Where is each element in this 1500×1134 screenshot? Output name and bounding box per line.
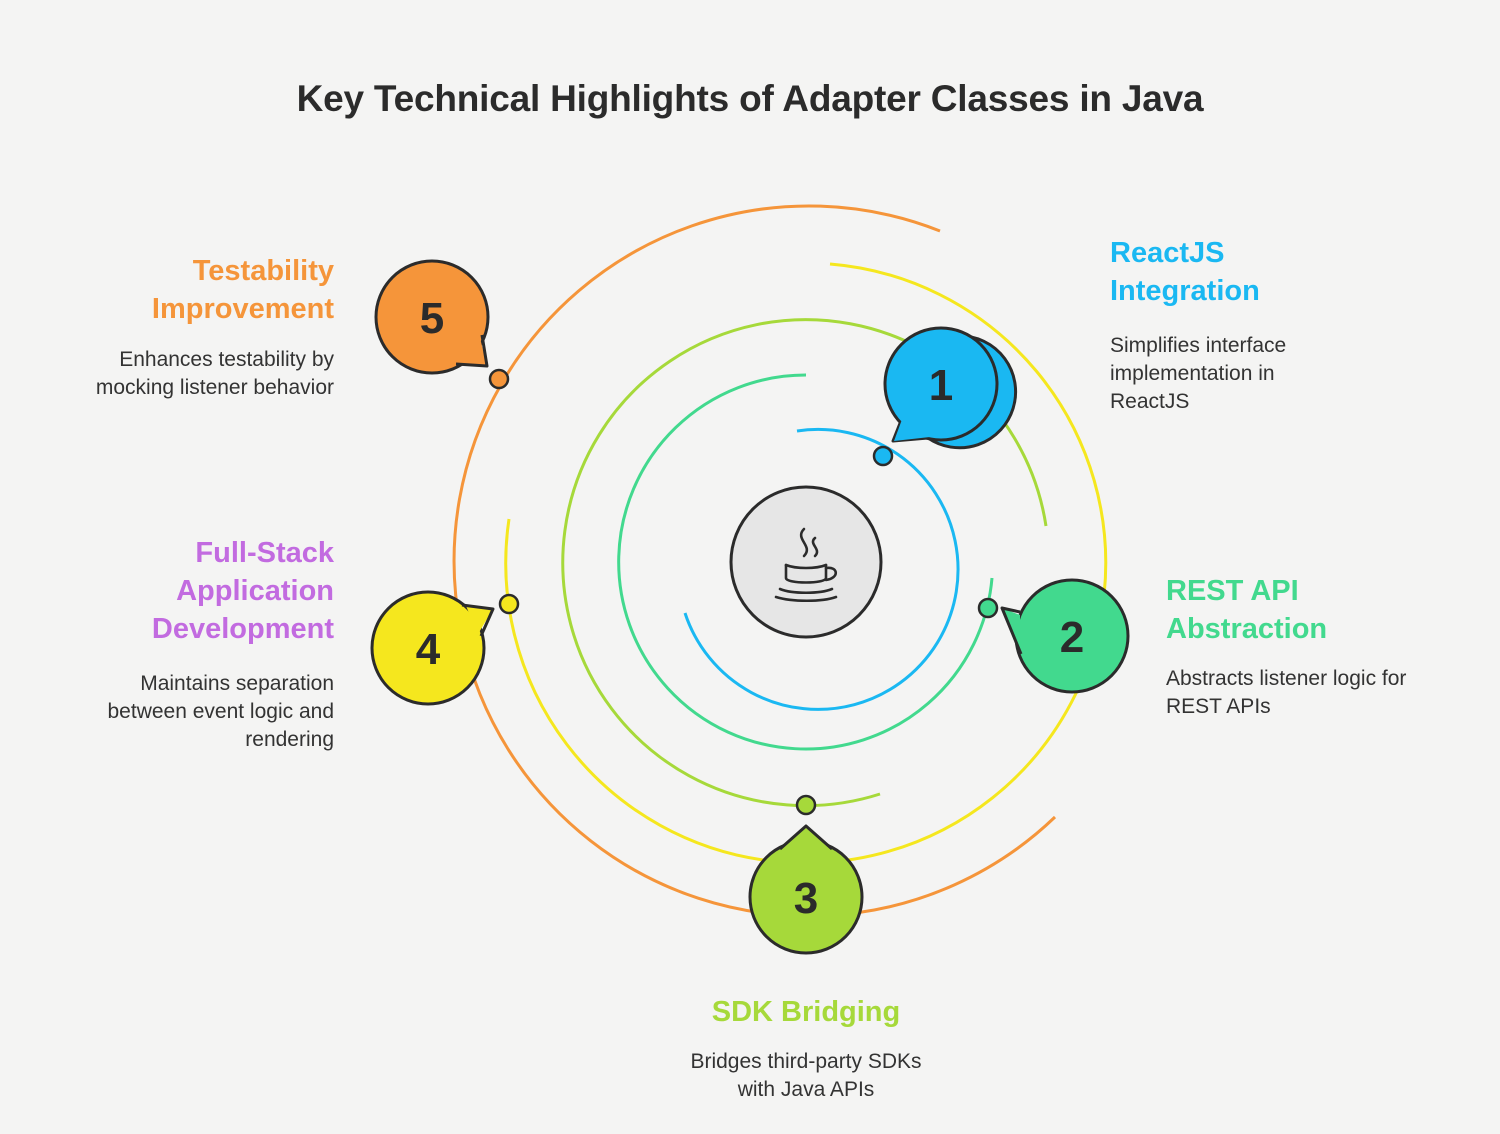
heading-line: Improvement [151, 293, 334, 325]
bubble-number-1: 1 [929, 361, 953, 410]
heading-testability-improvement: Testability Improvement [60, 252, 334, 328]
heading-sdk-bridging: SDK Bridging [606, 993, 1006, 1031]
connector-dot-3 [795, 794, 817, 816]
description-line: Abstracts listener logic for [1166, 667, 1407, 690]
heading-line: SDK Bridging [711, 996, 901, 1028]
description-line: rendering [245, 728, 334, 751]
page-title: Key Technical Highlights of Adapter Clas… [296, 78, 1204, 119]
bubble-2: 2 [1000, 578, 1130, 694]
orbit-arc-4 [504, 262, 1108, 865]
heading-line: Integration [1110, 275, 1260, 307]
bubble-number-3: 3 [794, 874, 818, 923]
description-line: mocking listener behavior [95, 376, 334, 399]
description-line: Bridges third-party SDKs [690, 1050, 922, 1073]
bubble-number-2: 2 [1060, 613, 1084, 662]
description-line: with Java APIs [737, 1078, 875, 1101]
heading-full-stack-development: Full-Stack Application Development [60, 534, 334, 648]
connector-dot-4 [498, 593, 520, 615]
orbit-arc-1 [683, 427, 960, 711]
bubble-4: 4 [370, 590, 495, 706]
bubble-number-5: 5 [420, 294, 444, 343]
heading-line: Development [151, 613, 334, 645]
heading-reactjs-integration: ReactJS Integration [1110, 234, 1410, 310]
description-reactjs-integration: Simplifies interface implementation in R… [1110, 332, 1410, 416]
description-testability-improvement: Enhances testability by mocking listener… [20, 346, 334, 402]
heading-line: Abstraction [1166, 613, 1328, 645]
bubble-number-4: 4 [416, 625, 441, 674]
bubble-3: 3 [748, 824, 864, 955]
bubble-1: 1 [883, 326, 1018, 450]
description-line: Enhances testability by [119, 348, 334, 371]
description-line: Simplifies interface [1110, 334, 1287, 357]
heading-line: ReactJS [1110, 237, 1225, 269]
heading-rest-api-abstraction: REST API Abstraction [1166, 572, 1466, 648]
connector-dot-5 [488, 368, 510, 390]
heading-line: Testability [192, 255, 334, 287]
description-line: implementation in [1110, 362, 1275, 385]
description-line: between event logic and [107, 700, 335, 723]
description-line: Maintains separation [140, 672, 334, 695]
description-sdk-bridging: Bridges third-party SDKs with Java APIs [606, 1048, 1006, 1104]
java-coffee-cup-icon [729, 485, 883, 639]
description-line: ReactJS [1110, 390, 1190, 413]
description-full-stack-development: Maintains separation between event logic… [20, 670, 335, 754]
bubble-5: 5 [374, 259, 490, 375]
heading-line: Application [176, 575, 334, 607]
connector-dot-2 [977, 597, 999, 619]
orbit-arc-2 [617, 373, 994, 751]
description-line: REST APIs [1166, 695, 1271, 718]
description-rest-api-abstraction: Abstracts listener logic for REST APIs [1166, 665, 1486, 721]
heading-line: Full-Stack [195, 537, 334, 569]
heading-line: REST API [1166, 575, 1299, 607]
connector-dot-1 [872, 445, 894, 467]
